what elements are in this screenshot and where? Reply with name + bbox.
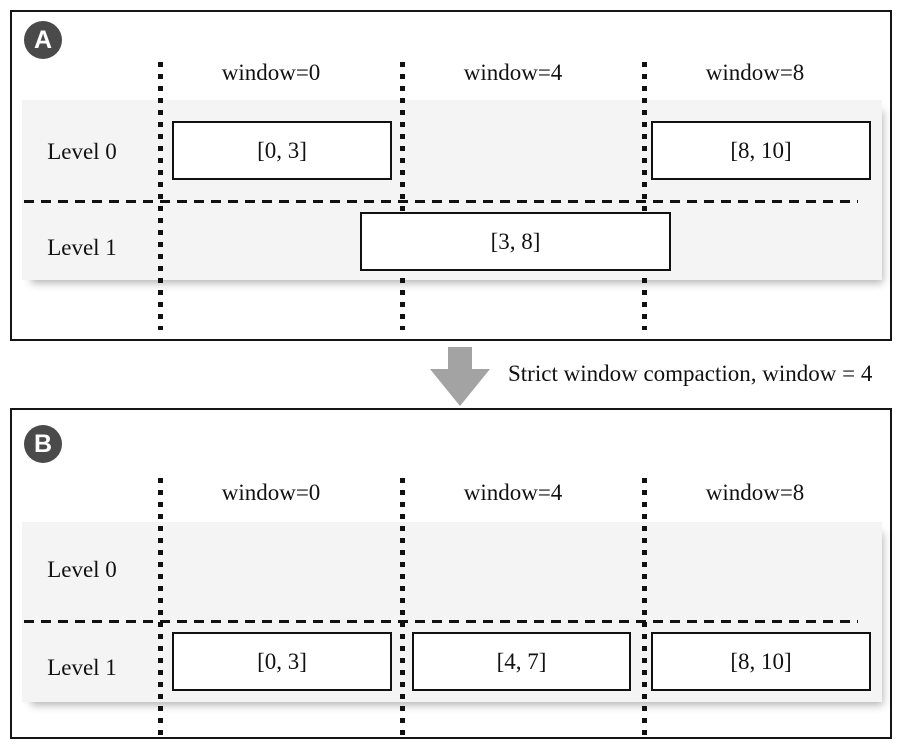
level-divider-dashed-line [24, 200, 858, 203]
dotted-gridline [158, 478, 163, 737]
window-label-4: window=4 [463, 480, 563, 505]
interval-box: [0, 3] [172, 632, 392, 691]
interval-box: [0, 3] [172, 121, 392, 180]
interval-box: [4, 7] [412, 632, 631, 691]
interval-label: [3, 8] [490, 228, 541, 254]
level-divider-dashed-line [24, 620, 858, 623]
arrow-down-icon [448, 347, 472, 369]
window-label-8: window=8 [705, 480, 805, 505]
window-label-0: window=0 [221, 480, 321, 505]
dotted-gridline [400, 62, 405, 330]
level-0-label: Level 0 [47, 557, 117, 582]
transition-caption: Strict window compaction, window = 4 [508, 361, 873, 386]
interval-label: [0, 3] [257, 648, 307, 674]
level-0-label: Level 0 [47, 139, 117, 164]
level-1-label: Level 1 [47, 655, 117, 680]
interval-label: [0, 3] [257, 137, 307, 163]
interval-box: [8, 10] [651, 632, 871, 691]
window-label-8: window=8 [705, 60, 805, 85]
interval-label: [8, 10] [730, 648, 792, 674]
interval-label: [4, 7] [496, 648, 547, 674]
level-1-label: Level 1 [47, 235, 117, 260]
interval-box: [8, 10] [651, 121, 871, 180]
interval-box: [3, 8] [360, 212, 671, 271]
dotted-gridline [642, 62, 647, 330]
dotted-gridline [400, 478, 405, 737]
panel-b: B window=0 window=4 window=8 Level 0 Lev… [10, 408, 892, 739]
interval-label: [8, 10] [730, 137, 792, 163]
panel-a-badge: A [24, 21, 62, 59]
panel-b-badge: B [24, 425, 62, 463]
window-label-4: window=4 [463, 60, 563, 85]
window-label-0: window=0 [221, 60, 321, 85]
arrow-down-icon [430, 369, 490, 406]
panel-a: A window=0 window=4 window=8 Level 0 Lev… [10, 10, 892, 341]
dotted-gridline [158, 62, 163, 330]
dotted-gridline [642, 478, 647, 737]
